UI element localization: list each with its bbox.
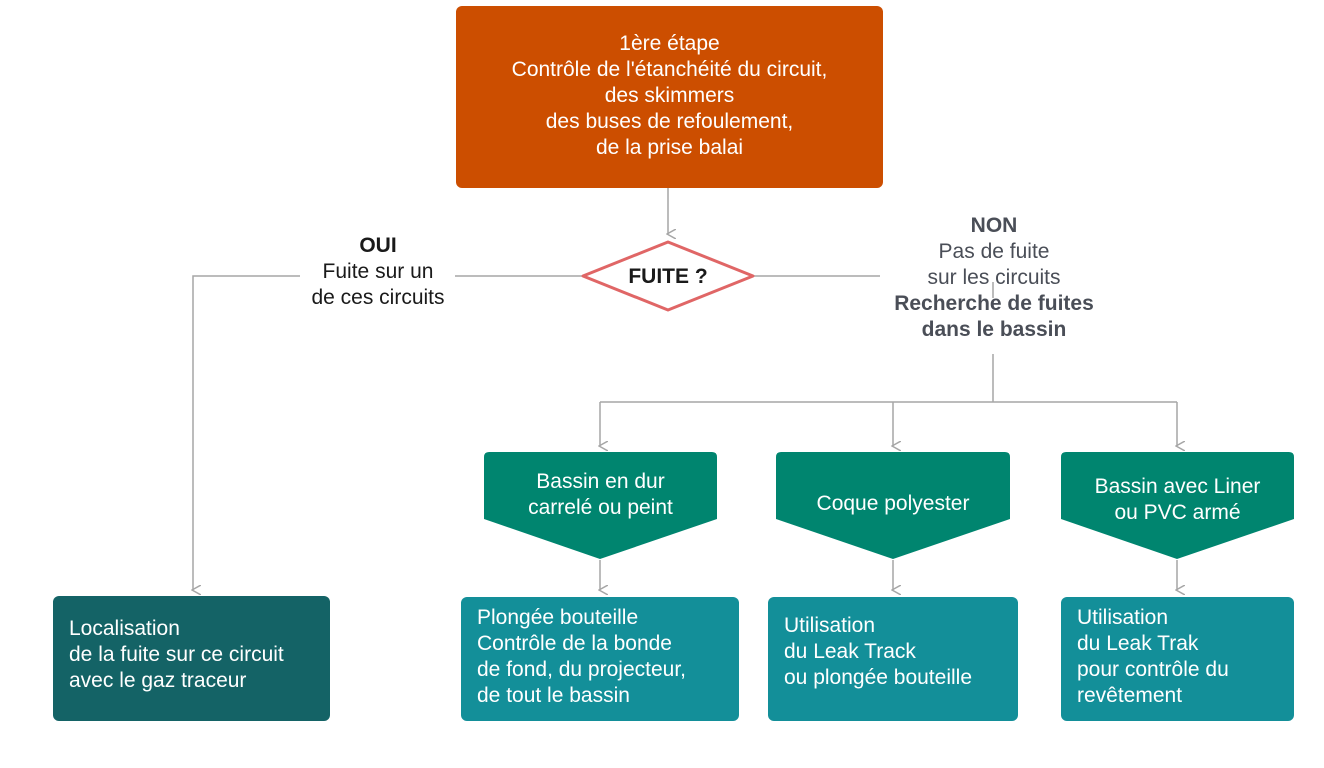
non-bold-line: dans le bassin <box>921 318 1067 341</box>
pool-type-line: Bassin avec Liner <box>1094 475 1261 498</box>
result-line: ou plongée bouteille <box>784 666 972 689</box>
non-line: Pas de fuite <box>938 240 1050 263</box>
result-line: du Leak Trak <box>1077 632 1199 655</box>
result-line: du Leak Track <box>784 640 916 663</box>
localisation-line: avec le gaz traceur <box>69 669 247 692</box>
result-box-3: Utilisation du Leak Trak pour contrôle d… <box>1061 597 1294 721</box>
pool-type-line: Coque polyester <box>816 492 970 515</box>
pool-type-line: Bassin en dur <box>536 470 665 493</box>
localisation-line: de la fuite sur ce circuit <box>69 643 284 666</box>
pool-type-shape-2 <box>776 452 1010 559</box>
step1-line: des buses de refoulement, <box>545 110 794 133</box>
pool-type-shape-3 <box>1061 452 1294 559</box>
pool-type-line: carrelé ou peint <box>528 496 673 519</box>
result-line: Contrôle de la bonde <box>477 632 672 655</box>
non-label: NON Pas de fuite sur les circuits Recher… <box>878 213 1110 343</box>
decision-label: FUITE ? <box>628 265 708 288</box>
oui-line: de ces circuits <box>311 286 445 309</box>
result-line: Utilisation <box>784 614 876 637</box>
result-line: revêtement <box>1077 684 1183 707</box>
step1-line: Contrôle de l'étanchéité du circuit, <box>511 58 828 81</box>
result-box-2: Utilisation du Leak Track ou plongée bou… <box>768 597 1018 721</box>
step1-box: 1ère étape Contrôle de l'étanchéité du c… <box>456 6 883 188</box>
result-line: Plongée bouteille <box>477 606 639 629</box>
result-line: pour contrôle du <box>1077 658 1229 681</box>
step1-line: 1ère étape <box>619 32 720 55</box>
result-line: Utilisation <box>1077 606 1169 629</box>
oui-title: OUI <box>359 234 397 257</box>
oui-line: Fuite sur un <box>322 260 434 283</box>
step1-line: des skimmers <box>604 84 735 107</box>
decision-diamond <box>581 240 755 312</box>
localisation-line: Localisation <box>69 617 180 640</box>
step1-line: de la prise balai <box>595 136 744 159</box>
non-bold-line: Recherche de fuites <box>894 292 1094 315</box>
pool-type-1: Bassin en dur carrelé ou peint <box>484 469 717 521</box>
pool-type-2: Coque polyester <box>776 491 1010 517</box>
pool-type-line: ou PVC armé <box>1114 501 1241 524</box>
result-line: de tout le bassin <box>477 684 630 707</box>
result-line: de fond, du projecteur, <box>477 658 686 681</box>
connector-oui-to-localisation <box>193 275 300 590</box>
non-line: sur les circuits <box>927 266 1061 289</box>
localisation-box: Localisation de la fuite sur ce circuit … <box>53 596 330 721</box>
pool-type-3: Bassin avec Liner ou PVC armé <box>1061 474 1294 526</box>
non-title: NON <box>970 214 1018 237</box>
result-box-1: Plongée bouteille Contrôle de la bonde d… <box>461 597 739 721</box>
oui-label: OUI Fuite sur un de ces circuits <box>302 233 454 311</box>
pool-type-shape-1 <box>484 452 717 559</box>
